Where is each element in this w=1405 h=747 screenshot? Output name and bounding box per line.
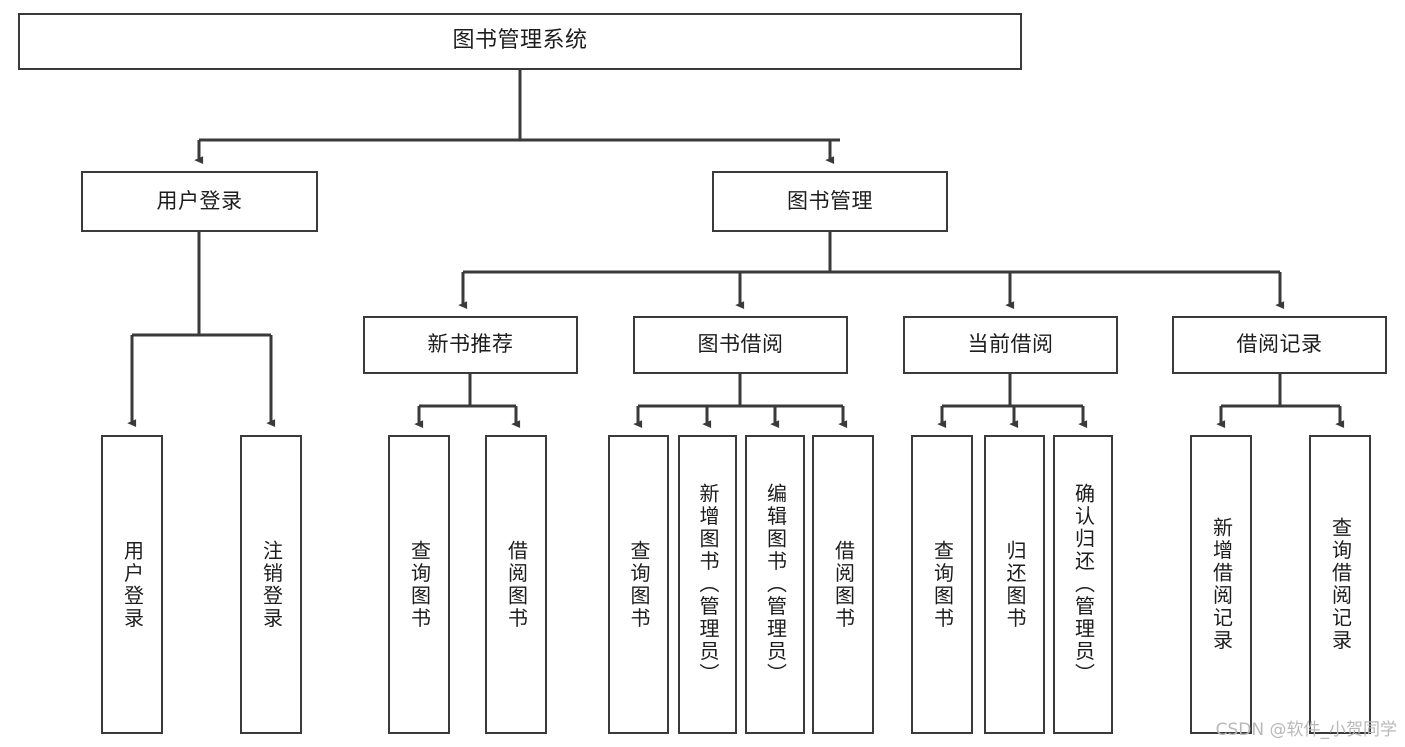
node-leaf-return-book-label: 归还图书	[1003, 539, 1027, 630]
node-borrow-record[interactable]: 借阅记录	[1172, 316, 1387, 374]
node-new-book-recommend-label: 新书推荐	[427, 332, 514, 357]
node-leaf-query-book-recommend-label: 查询图书	[407, 539, 432, 630]
node-leaf-return-book[interactable]: 归还图书	[984, 435, 1045, 734]
node-leaf-add-borrow-record-label: 新增借阅记录	[1209, 517, 1234, 652]
node-root-label: 图书管理系统	[452, 28, 588, 54]
node-leaf-logout-login[interactable]: 注销登录	[240, 435, 302, 734]
node-leaf-confirm-return-admin-label: 确认归还（管理员）	[1071, 483, 1096, 686]
node-book-management-label: 图书管理	[787, 188, 873, 213]
node-leaf-borrow-book-recommend[interactable]: 借阅图书	[485, 435, 547, 734]
node-leaf-query-book-current[interactable]: 查询图书	[911, 435, 973, 734]
node-book-borrow-label: 图书借阅	[697, 332, 784, 357]
node-leaf-logout-login-label: 注销登录	[259, 539, 284, 630]
node-root[interactable]: 图书管理系统	[18, 13, 1022, 70]
node-leaf-edit-book-admin[interactable]: 编辑图书（管理员）	[745, 435, 805, 734]
node-leaf-borrow-book-label: 借阅图书	[831, 539, 856, 630]
node-user-login-label: 用户登录	[156, 188, 243, 213]
csdn-watermark: CSDN @软件_小贺同学	[1215, 720, 1397, 740]
node-leaf-query-book-borrow-label: 查询图书	[627, 539, 651, 630]
node-leaf-borrow-book-recommend-label: 借阅图书	[504, 539, 529, 630]
node-leaf-confirm-return-admin[interactable]: 确认归还（管理员）	[1053, 435, 1113, 734]
node-leaf-edit-book-admin-label: 编辑图书（管理员）	[763, 483, 788, 686]
node-leaf-query-book-borrow[interactable]: 查询图书	[608, 435, 669, 734]
node-leaf-query-book-current-label: 查询图书	[930, 539, 955, 630]
node-current-borrow-label: 当前借阅	[967, 332, 1054, 357]
node-leaf-user-login[interactable]: 用户登录	[101, 435, 163, 734]
node-current-borrow[interactable]: 当前借阅	[903, 316, 1118, 374]
node-leaf-add-book-admin[interactable]: 新增图书（管理员）	[678, 435, 737, 734]
node-leaf-add-book-admin-label: 新增图书（管理员）	[696, 483, 720, 686]
node-leaf-add-borrow-record[interactable]: 新增借阅记录	[1190, 435, 1252, 734]
node-leaf-borrow-book[interactable]: 借阅图书	[812, 435, 874, 734]
node-book-borrow[interactable]: 图书借阅	[633, 316, 848, 374]
node-user-login[interactable]: 用户登录	[81, 171, 318, 232]
node-new-book-recommend[interactable]: 新书推荐	[363, 316, 578, 374]
node-leaf-query-borrow-record-label: 查询借阅记录	[1328, 517, 1353, 652]
node-leaf-user-login-label: 用户登录	[120, 539, 145, 630]
node-leaf-query-borrow-record[interactable]: 查询借阅记录	[1309, 435, 1371, 734]
node-book-management[interactable]: 图书管理	[712, 171, 948, 232]
node-leaf-query-book-recommend[interactable]: 查询图书	[388, 435, 450, 734]
node-borrow-record-label: 借阅记录	[1236, 332, 1323, 357]
